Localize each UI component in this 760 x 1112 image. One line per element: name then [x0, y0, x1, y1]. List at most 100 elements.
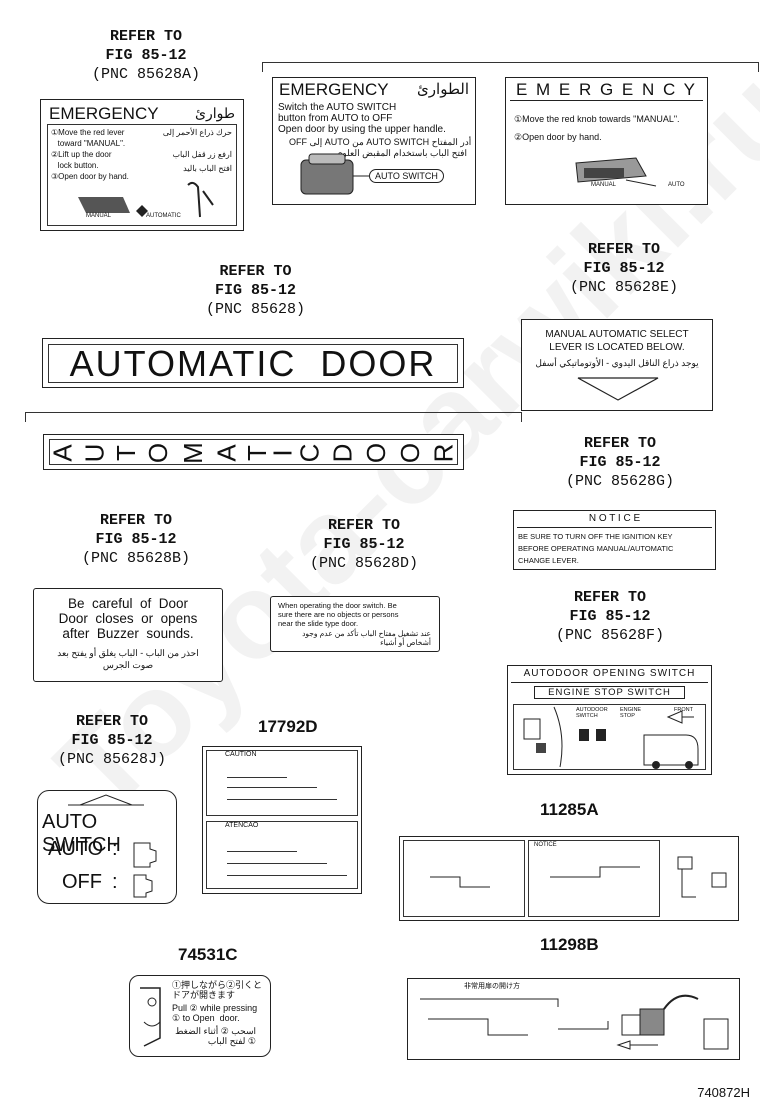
label-title: E M E R G E N C Y	[515, 80, 698, 99]
label-door-switch-warning: When operating the door switch. Be sure …	[270, 596, 440, 652]
ref-line: REFER TO	[588, 241, 661, 258]
step-1: ①Move the red knob towards "MANUAL".	[514, 114, 680, 124]
fig-line: FIG 85-12	[583, 260, 665, 277]
step-2: ②Lift up the door lock button.	[51, 150, 112, 170]
autodoor-switch-text: AUTODOOR SWITCH	[576, 707, 608, 719]
label-body: ①Move the red lever toward "MANUAL". ②Li…	[47, 124, 237, 226]
pnc-line: (PNC 85628D)	[310, 555, 419, 572]
pnc-line: (PNC 85628E)	[570, 279, 679, 296]
label-careful-door: Be careful of Door Door closes or opens …	[33, 588, 223, 682]
label-11285a: NOTICE	[399, 836, 739, 921]
fig-line: FIG 85-12	[323, 536, 405, 553]
label-select-lever: MANUAL AUTOMATIC SELECT LEVER IS LOCATED…	[521, 319, 713, 411]
atencao-panel: ATENCAO	[206, 821, 358, 889]
step-2: ②Open door by hand.	[514, 132, 602, 142]
label-title-japanese: 非常用扉の開け方	[464, 983, 520, 990]
switch-position-icons	[133, 842, 157, 898]
label-text-japanese: ①押しながら②引くと ドアが開きます	[172, 980, 263, 1000]
pnc-line: (PNC 85628G)	[566, 473, 675, 490]
title-divider	[511, 682, 708, 683]
label-auto-switch: AUTO SWITCH AUTO : OFF :	[37, 790, 177, 904]
label-title: EMERGENCY	[49, 104, 159, 123]
label-title: AUTODOOR OPENING SWITCH	[523, 668, 696, 679]
handle-illustration	[140, 987, 161, 1047]
step-1: ①Move the red lever toward "MANUAL".	[51, 128, 126, 148]
label-instructions: Switch the AUTO SWITCH button from AUTO …	[278, 102, 446, 135]
text-line	[227, 851, 297, 852]
label-notice: N O T I C E BE SURE TO TURN OFF THE IGNI…	[513, 510, 716, 570]
vertical-letter: O	[360, 442, 391, 464]
automatic-text: AUTOMATIC	[146, 213, 181, 219]
label-title-arabic: طوارئ	[195, 105, 235, 121]
caution-panel: CAUTION	[206, 750, 358, 816]
label-text-english: Pull ② while pressing ① to Open door.	[172, 1003, 258, 1023]
label-text: When operating the door switch. Be sure …	[278, 601, 399, 628]
vertical-letter: O	[394, 442, 425, 464]
label-emergency-auto-switch: EMERGENCY الطوارئ Switch the AUTO SWITCH…	[272, 77, 476, 205]
vertical-letter: M	[177, 442, 208, 464]
vertical-letter: T	[242, 445, 273, 461]
label-text-arabic: اسحب ② أثناء الضغط ① لفتح الباب	[175, 1026, 256, 1046]
group-bracket-top	[262, 62, 759, 72]
auto-colon: :	[112, 838, 118, 860]
part-code-74531c: 74531C	[178, 945, 238, 964]
up-arrow-icon	[68, 794, 144, 806]
diagram-icon	[430, 856, 727, 898]
label-text-arabic: عند تشغيل مفتاح الباب تأكد من عدم وجود أ…	[302, 629, 431, 647]
arabic-step-1: حرك ذراع الأحمر إلى	[162, 128, 232, 137]
fig-line: FIG 85-12	[215, 282, 297, 299]
label-text-arabic: يوجد ذراع الناقل اليدوي - الأوتوماتيكي أ…	[535, 358, 699, 368]
label-85628a: EMERGENCY طوارئ ①Move the red lever towa…	[40, 99, 244, 231]
atencao-text: ATENCAO	[225, 822, 259, 829]
label-inner-border	[49, 439, 458, 465]
label-title: AUTO SWITCH	[42, 811, 121, 856]
vertical-letter: A	[211, 444, 242, 462]
auto-position-label: AUTO	[48, 838, 104, 860]
pnc-line: (PNC 85628)	[206, 301, 306, 318]
part-code-11298b: 11298B	[540, 935, 599, 954]
label-title-arabic: الطوارئ	[417, 81, 469, 98]
label-automatic-door: AUTOMATIC DOOR	[42, 338, 464, 388]
label-title: N O T I C E	[588, 513, 641, 524]
left-panel	[403, 840, 525, 917]
knob-illustration	[575, 157, 657, 187]
instruction-diagram	[420, 994, 729, 1050]
label-text: AUTOMATIC DOOR	[69, 343, 437, 384]
ref-line: REFER TO	[584, 435, 657, 452]
fig-line: FIG 85-12	[95, 531, 177, 548]
vertical-letter: T	[111, 445, 142, 461]
label-11298b: 非常用扉の開け方	[407, 978, 740, 1060]
right-panel: NOTICE	[528, 840, 660, 917]
pnc-line: (PNC 85628F)	[556, 627, 665, 644]
text-line	[227, 863, 327, 864]
part-code-11285a: 11285A	[540, 800, 599, 819]
off-colon: :	[112, 871, 118, 893]
label-instructions-arabic-1: OFF إلى AUTO من AUTO SWITCH أدر المفتاح	[289, 137, 472, 147]
vertical-letter: O	[143, 442, 174, 464]
label-emergency-red-knob: E M E R G E N C Y ①Move the red knob tow…	[505, 77, 708, 205]
label-text-arabic: احذر من الباب - الباب يغلق أو يفتح بعد ص…	[57, 648, 199, 670]
down-arrow-icon	[577, 377, 659, 401]
fig-line: FIG 85-12	[71, 732, 153, 749]
label-subtitle: ENGINE STOP SWITCH	[534, 686, 685, 699]
auto-text: AUTO	[668, 182, 685, 188]
diagram-id: 740872H	[697, 1085, 750, 1100]
ref-85628e: REFER TO FIG 85-12 (PNC 85628E)	[570, 240, 678, 297]
part-code-17792d: 17792D	[258, 717, 318, 736]
text-line	[227, 799, 337, 800]
lever-illustration	[78, 181, 214, 218]
ref-line: REFER TO	[328, 517, 401, 534]
ref-line: REFER TO	[76, 713, 149, 730]
manual-text: MANUAL	[591, 182, 617, 188]
caution-text: CAUTION	[225, 751, 257, 758]
vertical-letter: R	[428, 443, 459, 463]
off-position-label: OFF	[62, 871, 102, 893]
engine-stop-text: ENGINE STOP	[620, 707, 642, 719]
fig-line: FIG 85-12	[105, 47, 187, 64]
bus-diagram	[523, 706, 699, 769]
group-bracket-middle	[25, 412, 522, 422]
